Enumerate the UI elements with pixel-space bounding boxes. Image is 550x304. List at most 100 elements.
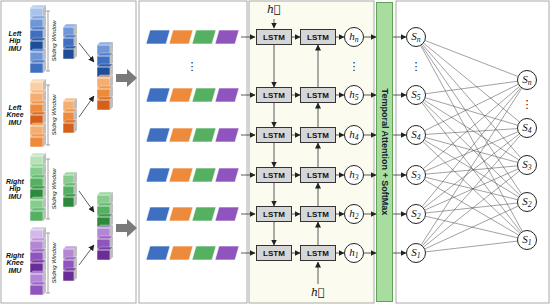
lstm-cell: LSTM bbox=[256, 87, 292, 103]
sensor-label: Right Knee IMU bbox=[2, 252, 28, 274]
subscript: n bbox=[417, 35, 421, 44]
state-circle: h5 bbox=[344, 85, 364, 105]
state-circle: h1 bbox=[344, 243, 364, 263]
dense-connection bbox=[426, 98, 518, 125]
state-circle: S3 bbox=[406, 165, 426, 185]
state-label: h4 bbox=[349, 129, 358, 142]
state-circle: Sn bbox=[517, 70, 537, 90]
window-bracket bbox=[46, 71, 50, 72]
data-cube bbox=[97, 100, 110, 110]
sequence-block bbox=[146, 207, 170, 221]
subscript: n bbox=[528, 78, 532, 87]
flow-connector bbox=[274, 183, 275, 206]
flow-arrow bbox=[79, 43, 94, 62]
subscript: 1 bbox=[355, 251, 359, 260]
flow-connector bbox=[274, 222, 275, 245]
window-bracket bbox=[46, 233, 50, 234]
data-cube bbox=[30, 211, 43, 221]
state-label: S1 bbox=[411, 247, 420, 260]
sequence-block bbox=[146, 246, 170, 260]
sequence-block bbox=[146, 30, 170, 44]
dense-connection bbox=[424, 134, 519, 208]
sensor-label: Left Hip IMU bbox=[2, 30, 28, 52]
sequence-block bbox=[146, 88, 170, 102]
window-bracket bbox=[46, 159, 50, 160]
flow-connector bbox=[292, 214, 300, 215]
state-arrow bbox=[274, 19, 275, 28]
input-arrow bbox=[241, 253, 255, 254]
flow-connector bbox=[364, 253, 376, 254]
sequence-block bbox=[215, 30, 239, 44]
lstm-cell: LSTM bbox=[300, 167, 336, 183]
sequence-block bbox=[215, 207, 239, 221]
state-label: h1 bbox=[349, 247, 358, 260]
lstm-cell: LSTM bbox=[256, 127, 292, 143]
flow-connector bbox=[393, 253, 406, 254]
flow-connector bbox=[336, 175, 344, 176]
flow-arrow bbox=[79, 96, 94, 117]
dense-connection bbox=[422, 45, 522, 193]
sequence-block bbox=[215, 88, 239, 102]
sequence-block bbox=[169, 88, 193, 102]
state-label: S1 bbox=[522, 234, 531, 247]
sequence-block bbox=[192, 88, 216, 102]
dense-connection bbox=[421, 88, 521, 244]
cube-side bbox=[43, 282, 46, 295]
flow-connector bbox=[364, 175, 376, 176]
window-bracket bbox=[48, 85, 49, 145]
flow-connector bbox=[393, 135, 406, 136]
state-circle: S1 bbox=[517, 230, 537, 250]
dense-connection bbox=[423, 135, 521, 245]
dense-connection bbox=[425, 132, 518, 171]
ellipsis: ⋮ bbox=[187, 61, 198, 72]
flow-connector bbox=[393, 95, 406, 96]
lstm-label: LSTM bbox=[263, 171, 285, 180]
flow-connector bbox=[364, 95, 376, 96]
state-label: S3 bbox=[411, 169, 420, 182]
flow-connector bbox=[336, 214, 344, 215]
subscript: 1 bbox=[528, 238, 532, 247]
flow-connector bbox=[393, 214, 406, 215]
dense-connection bbox=[425, 180, 519, 235]
panel-frame bbox=[1, 1, 136, 303]
input-arrow bbox=[241, 214, 255, 215]
window-bracket bbox=[46, 11, 50, 12]
flow-connector bbox=[292, 135, 300, 136]
lstm-label: LSTM bbox=[307, 210, 329, 219]
state-circle: h4 bbox=[344, 125, 364, 145]
flow-connector bbox=[318, 183, 319, 206]
subscript: 2 bbox=[417, 212, 421, 221]
state-circle: S2 bbox=[517, 192, 537, 212]
flow-connector bbox=[336, 135, 344, 136]
flow-connector bbox=[364, 135, 376, 136]
ellipsis: ⋮ bbox=[349, 61, 360, 72]
dense-connection bbox=[423, 102, 520, 195]
flow-connector bbox=[318, 45, 319, 87]
flow-connector bbox=[336, 253, 344, 254]
ellipsis: ⋮ bbox=[411, 61, 422, 72]
lstm-label: LSTM bbox=[307, 131, 329, 140]
data-cube bbox=[63, 197, 74, 207]
attention-band: Temporal Attention + SoftMax bbox=[376, 2, 393, 302]
cube-side bbox=[110, 247, 113, 260]
flow-connector bbox=[364, 37, 376, 38]
lstm-label: LSTM bbox=[263, 91, 285, 100]
flow-connector bbox=[393, 175, 406, 176]
lstm-label: LSTM bbox=[307, 249, 329, 258]
dense-connection bbox=[424, 87, 520, 169]
sequence-block bbox=[215, 168, 239, 182]
sequence-block bbox=[215, 128, 239, 142]
data-cube bbox=[63, 123, 74, 133]
window-bracket bbox=[46, 293, 50, 294]
data-cube bbox=[97, 250, 110, 260]
state-label: h2 bbox=[349, 208, 358, 221]
flow-connector bbox=[292, 95, 300, 96]
sensor-label: Right Hip IMU bbox=[2, 178, 28, 200]
dense-connection bbox=[421, 46, 522, 231]
subscript: 3 bbox=[528, 163, 532, 172]
lstm-cell: LSTM bbox=[256, 29, 292, 45]
state-label: Sn bbox=[411, 31, 420, 44]
state-label: hn bbox=[349, 31, 358, 44]
flow-connector bbox=[318, 143, 319, 167]
